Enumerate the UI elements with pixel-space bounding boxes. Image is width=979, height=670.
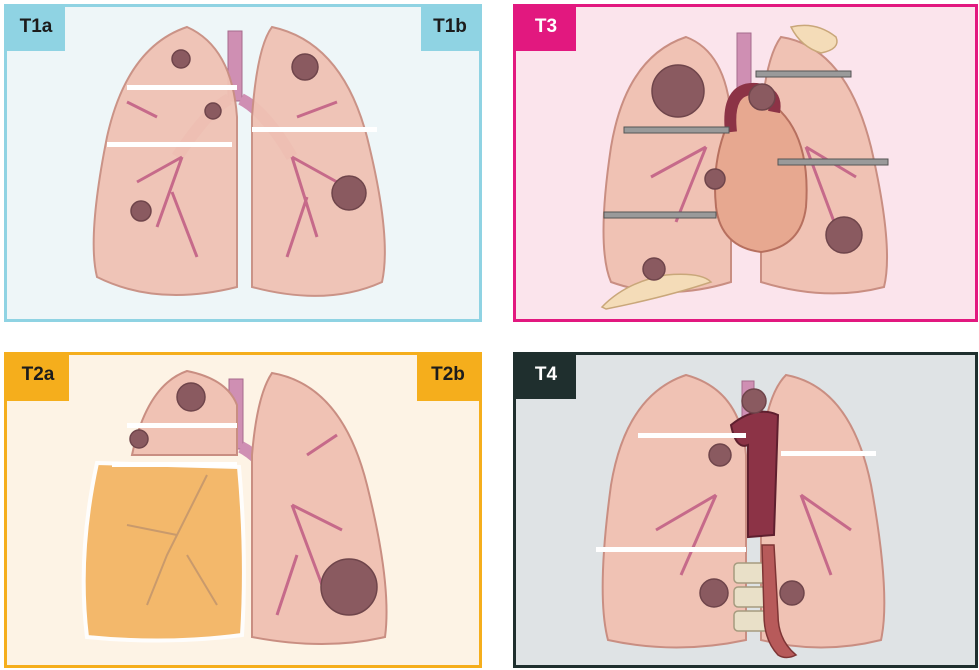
- stage-tag-t4: T4: [516, 355, 576, 399]
- lungs-t1-illustration: [7, 7, 479, 319]
- panel-t4: T4: [513, 352, 978, 668]
- panel-t2: T2a T2b: [4, 352, 482, 668]
- lungs-t2-illustration: [7, 355, 479, 665]
- stage-tag-t1a: T1a: [7, 7, 65, 51]
- stage-tag-t2b: T2b: [417, 355, 479, 401]
- lungs-t4-illustration: [516, 355, 975, 665]
- atelectasis-area: [84, 463, 244, 641]
- stage-tag-t3: T3: [516, 7, 576, 51]
- left-lung: [94, 27, 237, 295]
- panel-t3: T3: [513, 4, 978, 322]
- stage-tag-t1b: T1b: [421, 7, 479, 51]
- left-lung: [603, 375, 746, 648]
- panel-t1: T1a T1b: [4, 4, 482, 322]
- stage-tag-t2a: T2a: [7, 355, 69, 401]
- lungs-t3-illustration: [516, 7, 975, 319]
